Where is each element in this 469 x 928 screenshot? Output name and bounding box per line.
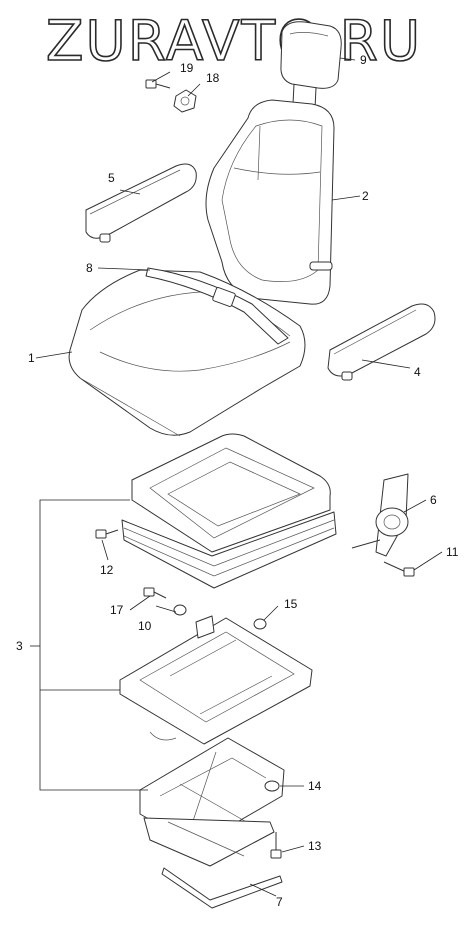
callout-18: 18 bbox=[206, 71, 220, 85]
callout-9: 9 bbox=[360, 53, 367, 67]
seat-belt bbox=[145, 267, 289, 345]
bolt-17 bbox=[143, 587, 167, 599]
callout-10: 10 bbox=[138, 619, 152, 633]
callout-13: 13 bbox=[308, 839, 322, 853]
bolt-12 bbox=[95, 529, 119, 539]
bolt-11 bbox=[383, 561, 415, 577]
lever-7 bbox=[161, 867, 283, 909]
scissor-mechanism bbox=[139, 737, 285, 867]
nut-10 bbox=[173, 604, 187, 616]
watermark-logo: ZURAVTO.RU bbox=[46, 9, 422, 73]
bolt-13 bbox=[270, 832, 282, 859]
bushing-14 bbox=[264, 780, 280, 792]
headrest bbox=[280, 21, 342, 109]
bracket-6 bbox=[351, 473, 409, 557]
callout-labels: 1 2 3 4 5 6 7 8 9 10 11 12 13 14 15 17 1… bbox=[16, 53, 459, 909]
knob-18 bbox=[173, 89, 197, 113]
leader-lines bbox=[30, 57, 443, 897]
bellows bbox=[121, 511, 337, 589]
callout-15: 15 bbox=[284, 597, 298, 611]
nut-15 bbox=[253, 618, 267, 630]
callout-6: 6 bbox=[430, 493, 437, 507]
callout-5: 5 bbox=[108, 171, 115, 185]
callout-17: 17 bbox=[110, 603, 124, 617]
armrest-left bbox=[85, 163, 197, 243]
bolt-19 bbox=[145, 79, 171, 89]
callout-12: 12 bbox=[100, 563, 114, 577]
seat-frame bbox=[131, 433, 331, 553]
callout-4: 4 bbox=[414, 365, 421, 379]
callout-19: 19 bbox=[180, 61, 194, 75]
callout-1: 1 bbox=[28, 351, 35, 365]
callout-14: 14 bbox=[308, 779, 322, 793]
callout-11: 11 bbox=[446, 545, 459, 559]
callout-7: 7 bbox=[276, 895, 283, 909]
callout-2: 2 bbox=[362, 189, 369, 203]
slide-frame bbox=[119, 615, 313, 745]
seat-back bbox=[205, 99, 335, 305]
callout-8: 8 bbox=[86, 261, 93, 275]
callout-3: 3 bbox=[16, 639, 23, 653]
armrest-right bbox=[327, 303, 436, 381]
